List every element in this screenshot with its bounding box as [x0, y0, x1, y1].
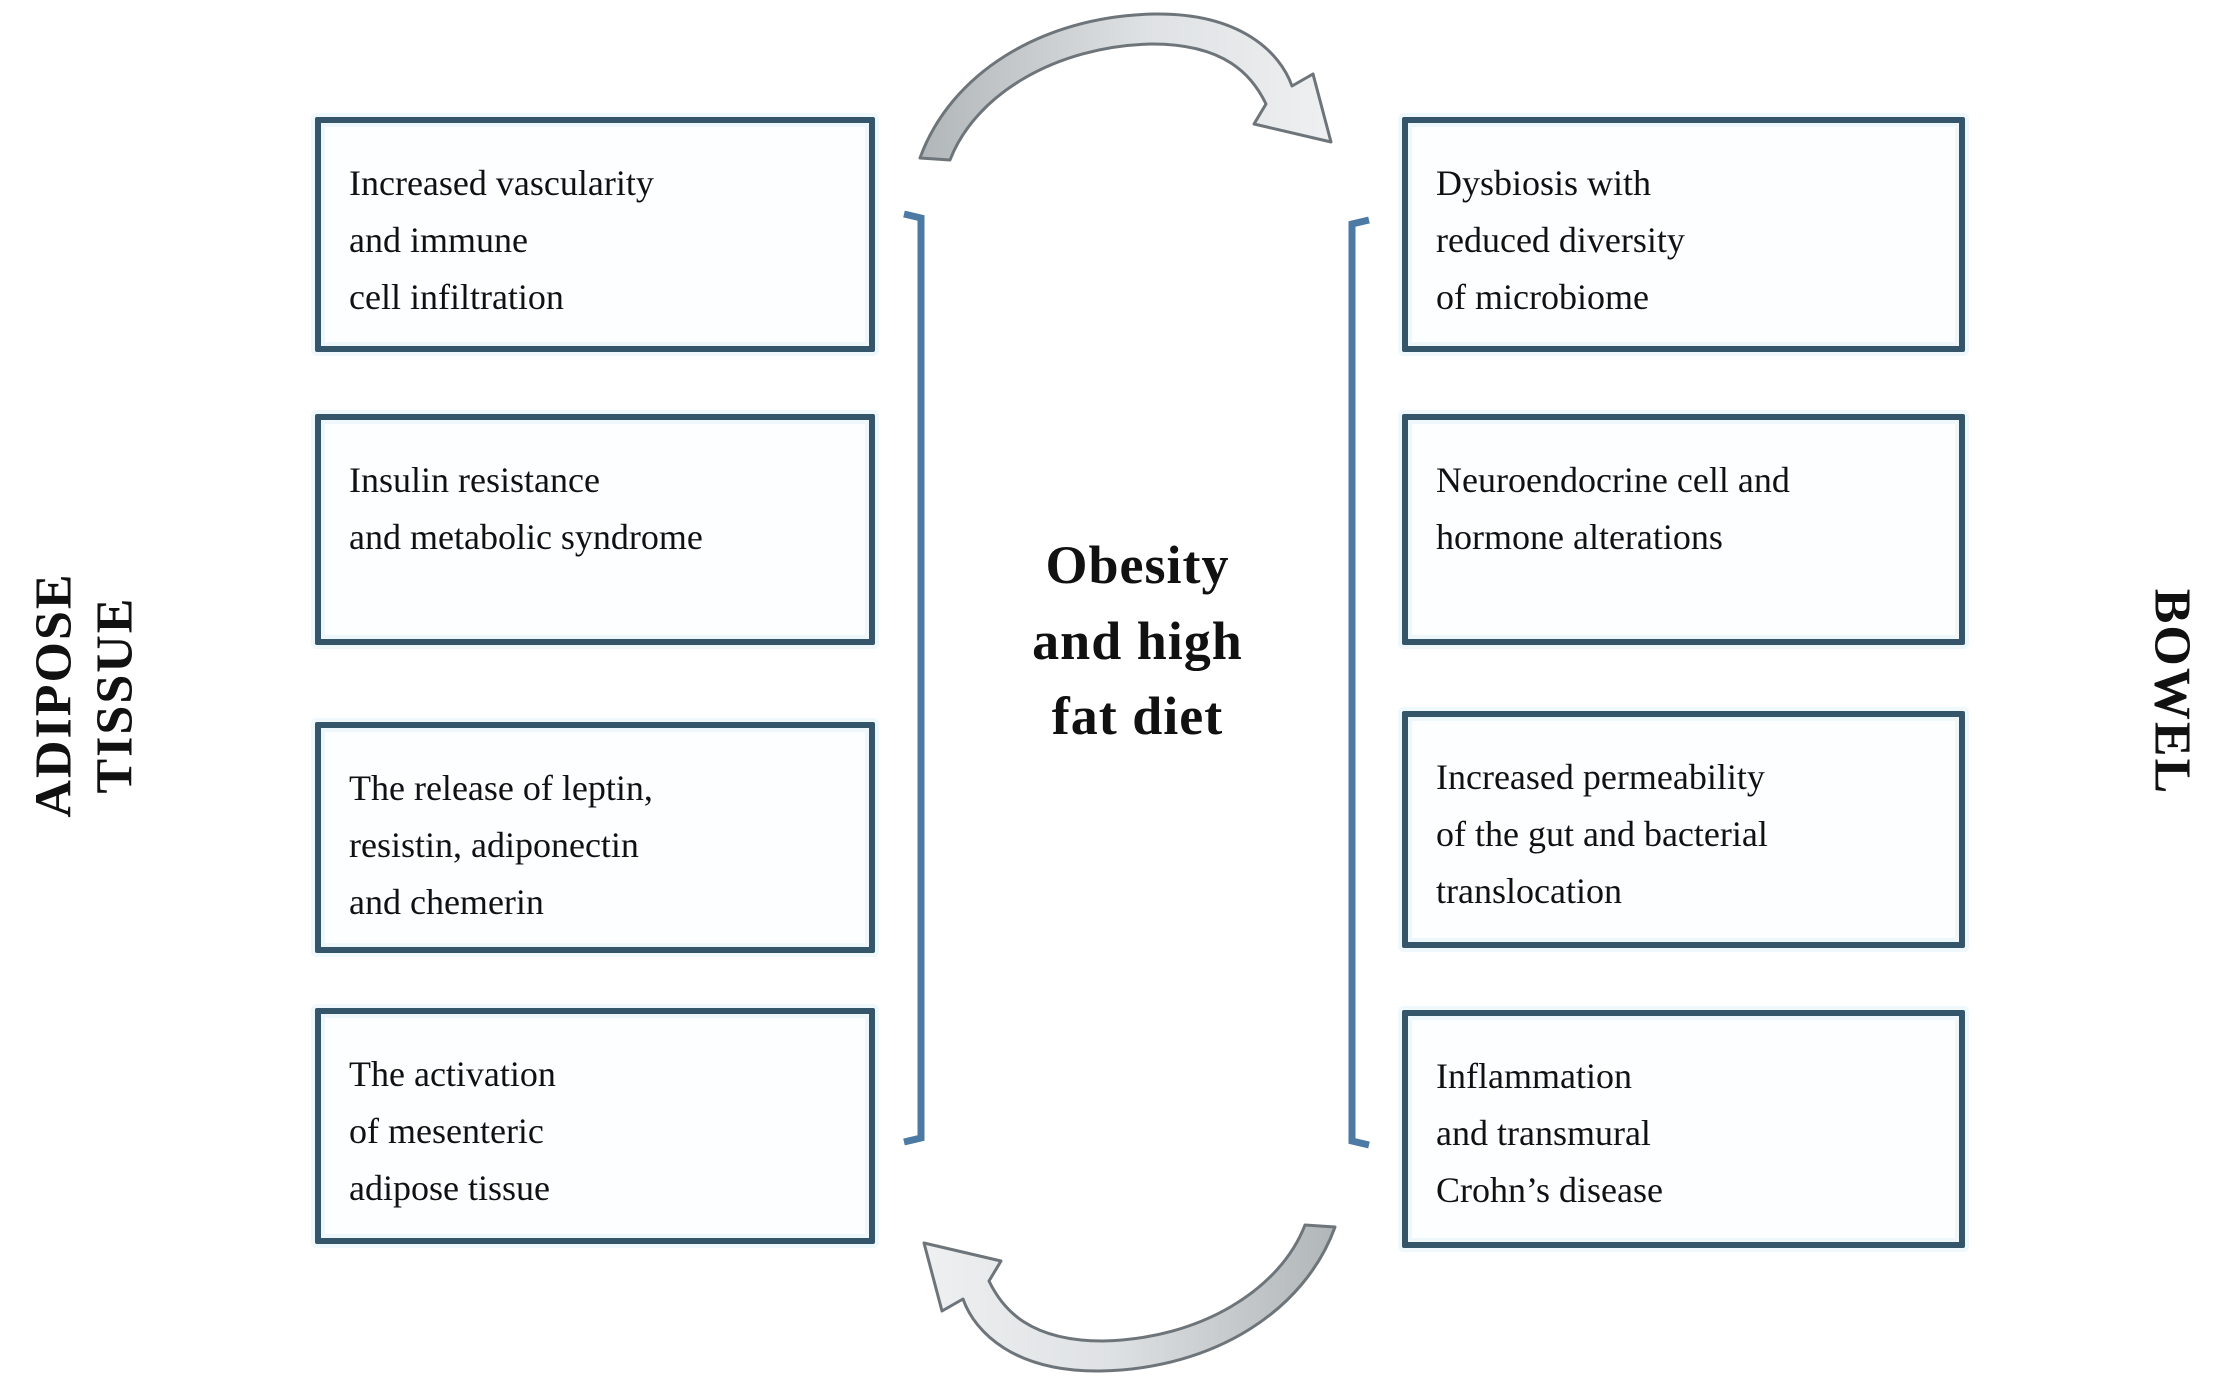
box-neuroendocrine-alterations: Neuroendocrine cell and hormone alterati… [1402, 414, 1965, 645]
bracket-left-icon [903, 210, 925, 1146]
adipose-tissue-axis-label: ADIPOSE TISSUE [25, 572, 144, 818]
box-gut-permeability: Increased permeability of the gut and ba… [1402, 711, 1965, 948]
box-increased-vascularity: Increased vascularity and immune cell in… [315, 117, 875, 352]
cycle-arrow-top-icon [918, 12, 1333, 162]
bowel-axis-label: BOWEL [2143, 588, 2201, 796]
box-dysbiosis: Dysbiosis with reduced diversity of micr… [1402, 117, 1965, 352]
bracket-right-icon [1348, 216, 1370, 1149]
box-mesenteric-adipose-activation: The activation of mesenteric adipose tis… [315, 1008, 875, 1244]
cycle-arrow-bottom-icon [922, 1223, 1337, 1373]
center-label-obesity-high-fat-diet: Obesity and high fat diet [1032, 535, 1243, 747]
box-insulin-resistance: Insulin resistance and metabolic syndrom… [315, 414, 875, 645]
box-adipokine-release: The release of leptin, resistin, adipone… [315, 722, 875, 953]
box-crohns-inflammation: Inflammation and transmural Crohn’s dise… [1402, 1010, 1965, 1248]
